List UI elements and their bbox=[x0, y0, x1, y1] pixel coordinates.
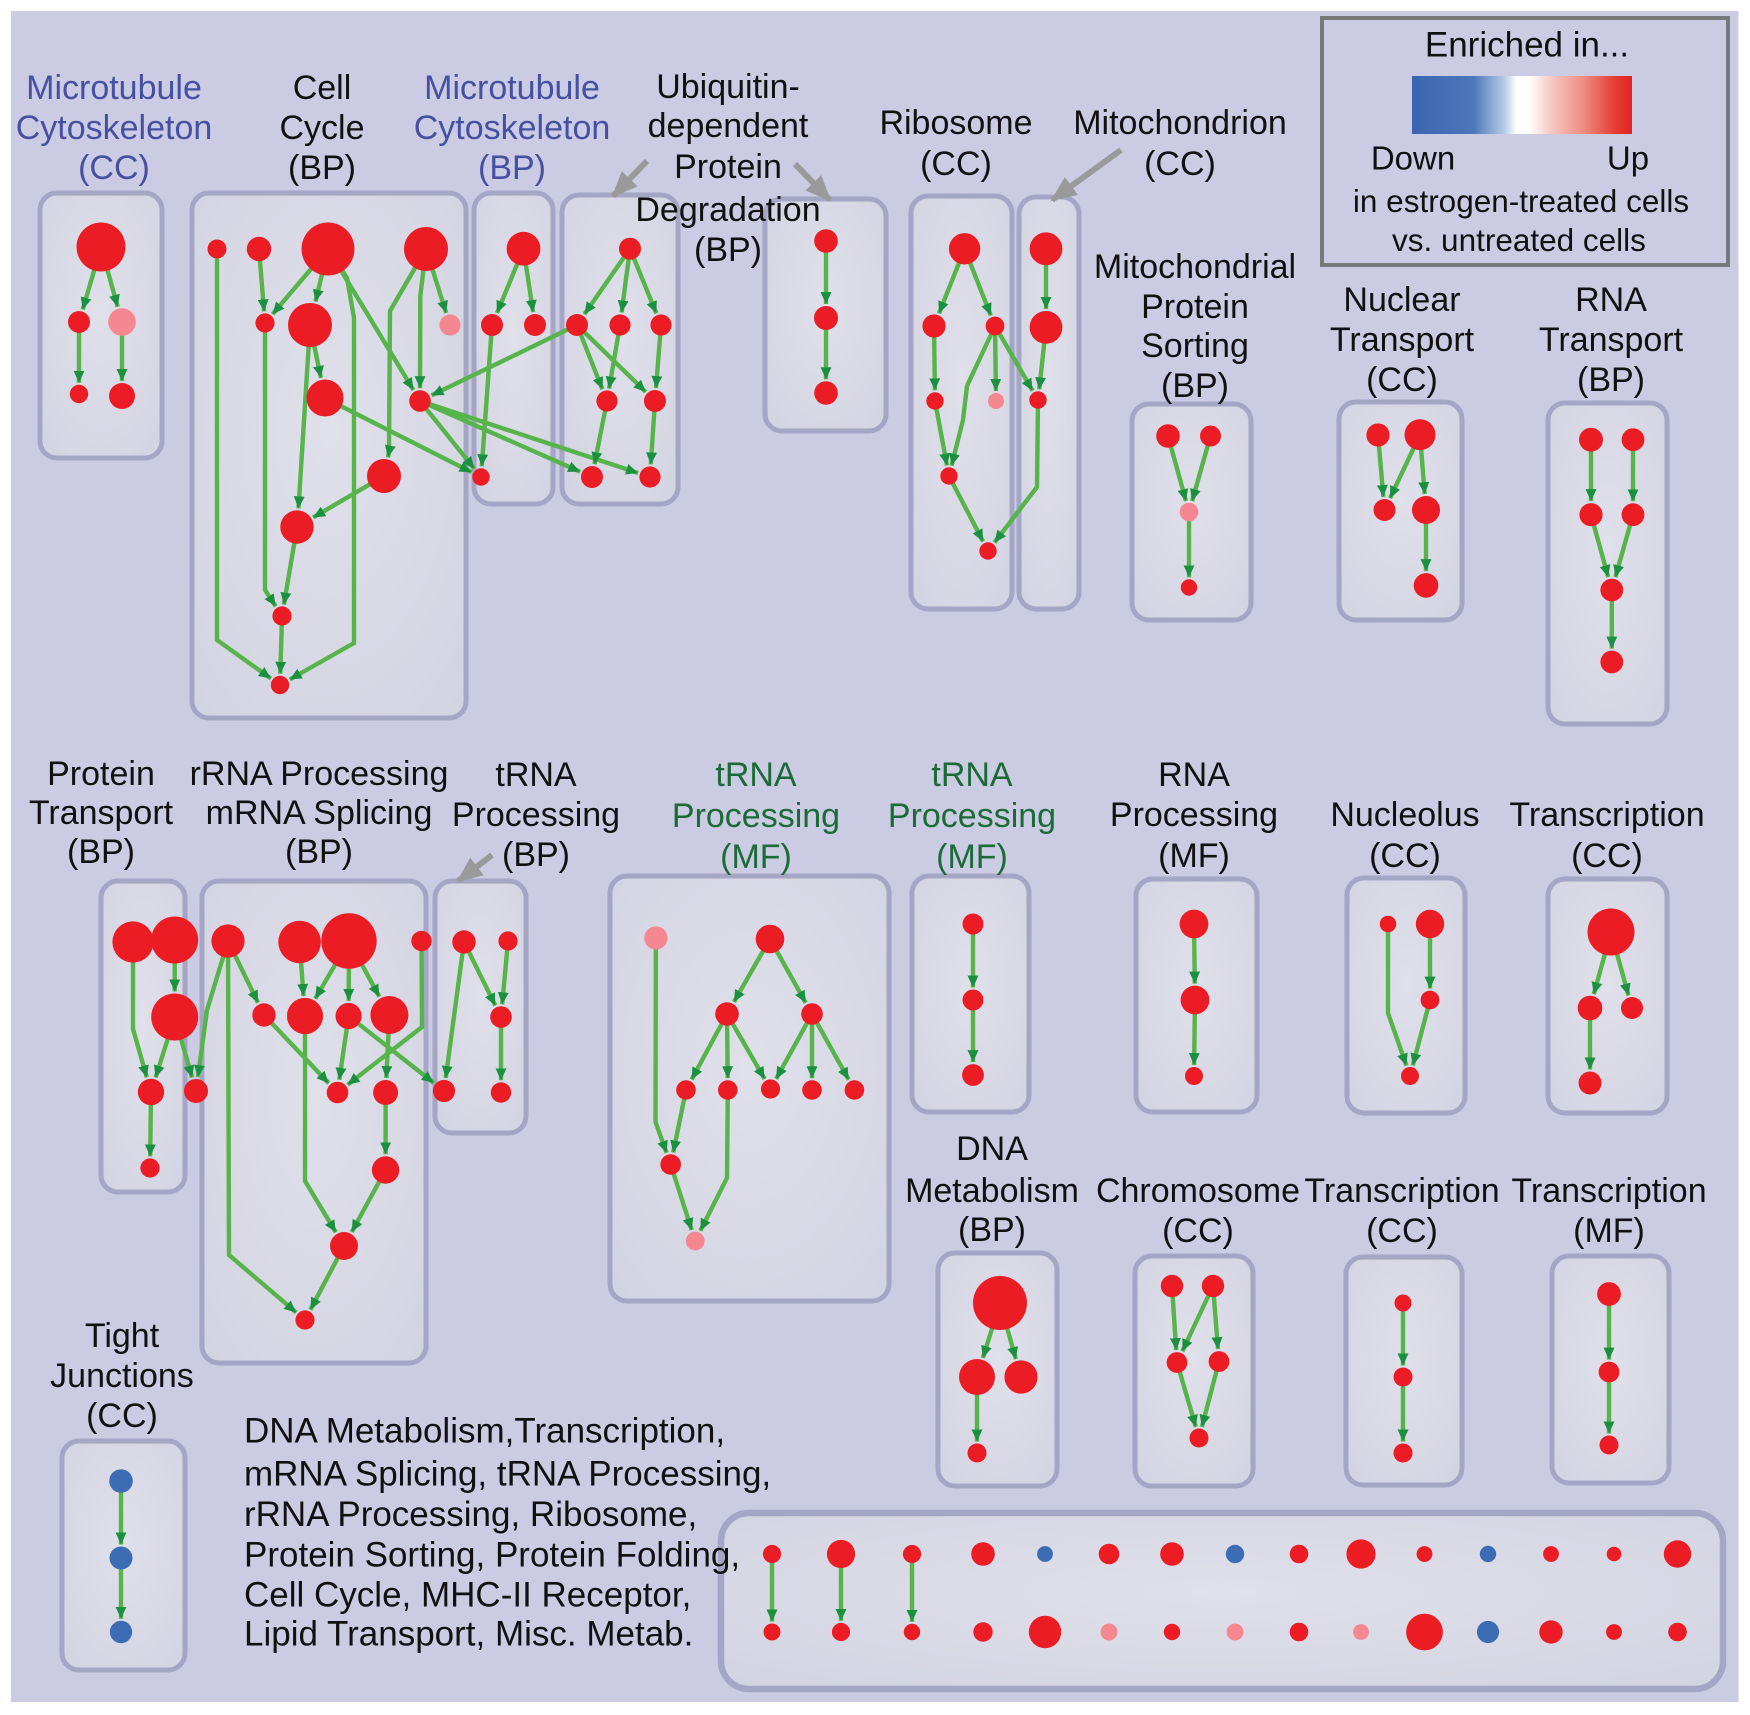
svg-text:(CC): (CC) bbox=[78, 149, 150, 187]
svg-text:(MF): (MF) bbox=[1158, 837, 1230, 875]
svg-text:(BP): (BP) bbox=[285, 833, 353, 871]
svg-text:(MF): (MF) bbox=[936, 838, 1008, 876]
svg-text:Sorting: Sorting bbox=[1141, 327, 1249, 365]
svg-text:Transport: Transport bbox=[29, 794, 174, 832]
svg-text:Transcription: Transcription bbox=[1511, 1172, 1706, 1210]
svg-text:(CC): (CC) bbox=[1162, 1212, 1234, 1250]
svg-text:Processing: Processing bbox=[672, 797, 840, 835]
svg-text:Metabolism: Metabolism bbox=[905, 1172, 1079, 1210]
svg-text:Degradation: Degradation bbox=[635, 191, 820, 229]
svg-text:DNA: DNA bbox=[956, 1130, 1028, 1168]
svg-text:Protein Sorting, Protein Foldi: Protein Sorting, Protein Folding, bbox=[244, 1536, 740, 1575]
svg-text:Down: Down bbox=[1371, 140, 1455, 177]
svg-text:Protein: Protein bbox=[674, 148, 782, 186]
svg-text:Microtubule: Microtubule bbox=[26, 69, 202, 107]
svg-text:(CC): (CC) bbox=[1571, 837, 1643, 875]
svg-text:DNA Metabolism,Transcription,: DNA Metabolism,Transcription, bbox=[244, 1412, 725, 1451]
svg-text:Nucleolus: Nucleolus bbox=[1330, 796, 1479, 834]
svg-text:Mitochondrial: Mitochondrial bbox=[1094, 248, 1296, 286]
svg-text:Microtubule: Microtubule bbox=[424, 69, 600, 107]
svg-text:Transcription: Transcription bbox=[1509, 796, 1704, 834]
svg-text:(CC): (CC) bbox=[920, 145, 992, 183]
svg-text:(CC): (CC) bbox=[86, 1397, 158, 1435]
svg-text:Processing: Processing bbox=[452, 796, 620, 834]
svg-text:Nuclear: Nuclear bbox=[1343, 281, 1460, 319]
svg-text:(MF): (MF) bbox=[1573, 1212, 1645, 1250]
svg-text:Processing: Processing bbox=[1110, 796, 1278, 834]
svg-text:Transcription: Transcription bbox=[1304, 1172, 1499, 1210]
svg-text:(BP): (BP) bbox=[1577, 361, 1645, 399]
svg-text:(CC): (CC) bbox=[1369, 837, 1441, 875]
svg-text:Protein: Protein bbox=[1141, 288, 1249, 326]
svg-text:(BP): (BP) bbox=[502, 836, 570, 874]
svg-text:Junctions: Junctions bbox=[50, 1357, 194, 1395]
svg-text:Transport: Transport bbox=[1539, 321, 1684, 359]
svg-text:Lipid Transport, Misc. Metab.: Lipid Transport, Misc. Metab. bbox=[244, 1615, 693, 1654]
svg-text:in estrogen-treated cells: in estrogen-treated cells bbox=[1353, 183, 1689, 219]
svg-text:(BP): (BP) bbox=[478, 149, 546, 187]
svg-text:rRNA Processing, Ribosome,: rRNA Processing, Ribosome, bbox=[244, 1495, 697, 1534]
svg-text:(CC): (CC) bbox=[1144, 145, 1216, 183]
svg-text:Cell Cycle, MHC-II Receptor,: Cell Cycle, MHC-II Receptor, bbox=[244, 1576, 691, 1615]
svg-text:Cytoskeleton: Cytoskeleton bbox=[414, 109, 611, 147]
svg-text:(CC): (CC) bbox=[1366, 1212, 1438, 1250]
svg-text:Ubiquitin-: Ubiquitin- bbox=[656, 68, 800, 106]
svg-text:(BP): (BP) bbox=[958, 1211, 1026, 1249]
svg-text:tRNA: tRNA bbox=[715, 756, 797, 794]
svg-text:Chromosome: Chromosome bbox=[1096, 1172, 1300, 1210]
svg-text:tRNA: tRNA bbox=[495, 756, 577, 794]
svg-text:(MF): (MF) bbox=[720, 838, 792, 876]
svg-text:RNA: RNA bbox=[1575, 281, 1647, 319]
svg-text:mRNA Splicing, tRNA Processing: mRNA Splicing, tRNA Processing, bbox=[244, 1455, 771, 1494]
svg-text:Mitochondrion: Mitochondrion bbox=[1073, 104, 1287, 142]
svg-text:Processing: Processing bbox=[888, 797, 1056, 835]
svg-text:(BP): (BP) bbox=[1161, 367, 1229, 405]
svg-text:(BP): (BP) bbox=[67, 833, 135, 871]
svg-text:mRNA Splicing: mRNA Splicing bbox=[206, 794, 433, 832]
svg-text:Enriched in...: Enriched in... bbox=[1425, 26, 1629, 65]
svg-text:Cycle: Cycle bbox=[279, 109, 364, 147]
svg-text:(CC): (CC) bbox=[1366, 361, 1438, 399]
svg-text:tRNA: tRNA bbox=[931, 756, 1013, 794]
svg-text:Protein: Protein bbox=[47, 755, 155, 793]
svg-text:Tight: Tight bbox=[85, 1317, 160, 1355]
svg-text:RNA: RNA bbox=[1158, 756, 1230, 794]
svg-text:Transport: Transport bbox=[1330, 321, 1475, 359]
svg-text:dependent: dependent bbox=[648, 107, 809, 145]
svg-text:(BP): (BP) bbox=[694, 231, 762, 269]
svg-text:Cytoskeleton: Cytoskeleton bbox=[16, 109, 213, 147]
svg-text:vs. untreated cells: vs. untreated cells bbox=[1392, 222, 1646, 258]
svg-text:(BP): (BP) bbox=[288, 149, 356, 187]
svg-text:rRNA Processing: rRNA Processing bbox=[190, 755, 449, 793]
svg-text:Cell: Cell bbox=[293, 69, 352, 107]
svg-text:Up: Up bbox=[1607, 140, 1649, 177]
svg-text:Ribosome: Ribosome bbox=[879, 104, 1032, 142]
